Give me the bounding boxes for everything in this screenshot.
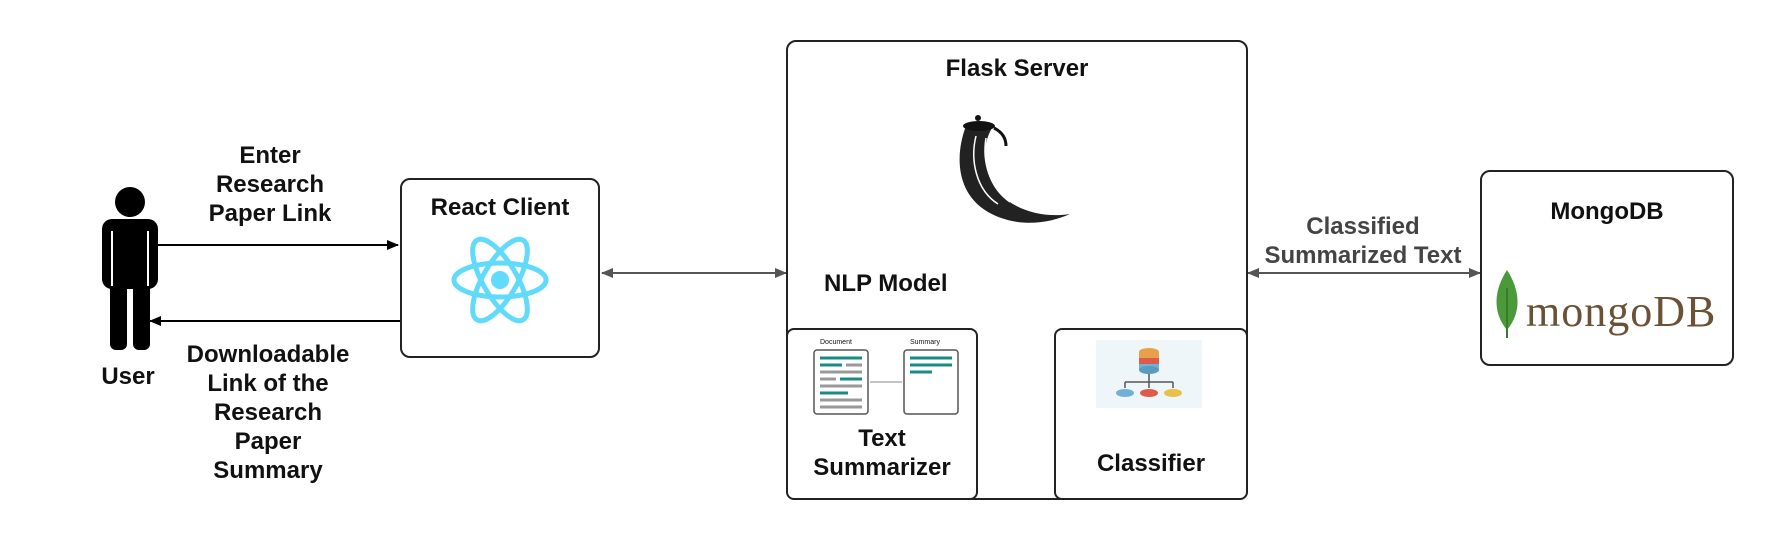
document-caption: Document [820, 339, 852, 346]
enter-link-label: Enter Research Paper Link [208, 142, 332, 227]
database-tree-icon [1096, 340, 1202, 408]
user-figure-icon [102, 187, 158, 350]
react-atom-icon [451, 236, 549, 324]
classified-summarized-label: Classified Summarized Text [1264, 213, 1462, 269]
flask-server-title: Flask Server [945, 55, 1089, 82]
classifier-label: Classifier [1096, 450, 1206, 477]
text-summarizer-box: Document Summary Text Summarizer [786, 328, 978, 500]
classifier-box: Classifier [1054, 328, 1248, 500]
nlp-model-label: NLP Model [824, 270, 948, 297]
document-summary-icon [813, 349, 959, 415]
mongodb-leaf-icon [1496, 270, 1518, 338]
flask-horn-icon [959, 115, 1070, 223]
user-label: User [101, 363, 155, 390]
text-summarizer-label: Text Summarizer [813, 425, 951, 481]
download-link-label: Downloadable Link of the Research Paper … [186, 341, 350, 484]
mongodb-logo-text: mongoDB [1526, 287, 1717, 336]
react-client-title: React Client [430, 194, 570, 221]
react-client-box: React Client [400, 178, 600, 358]
summary-caption: Summary [910, 339, 940, 346]
mongodb-title: MongoDB [1550, 198, 1664, 225]
flask-server-box: Flask Server NLP Model [786, 40, 1248, 500]
mongodb-box: MongoDB mongoDB [1480, 170, 1734, 366]
